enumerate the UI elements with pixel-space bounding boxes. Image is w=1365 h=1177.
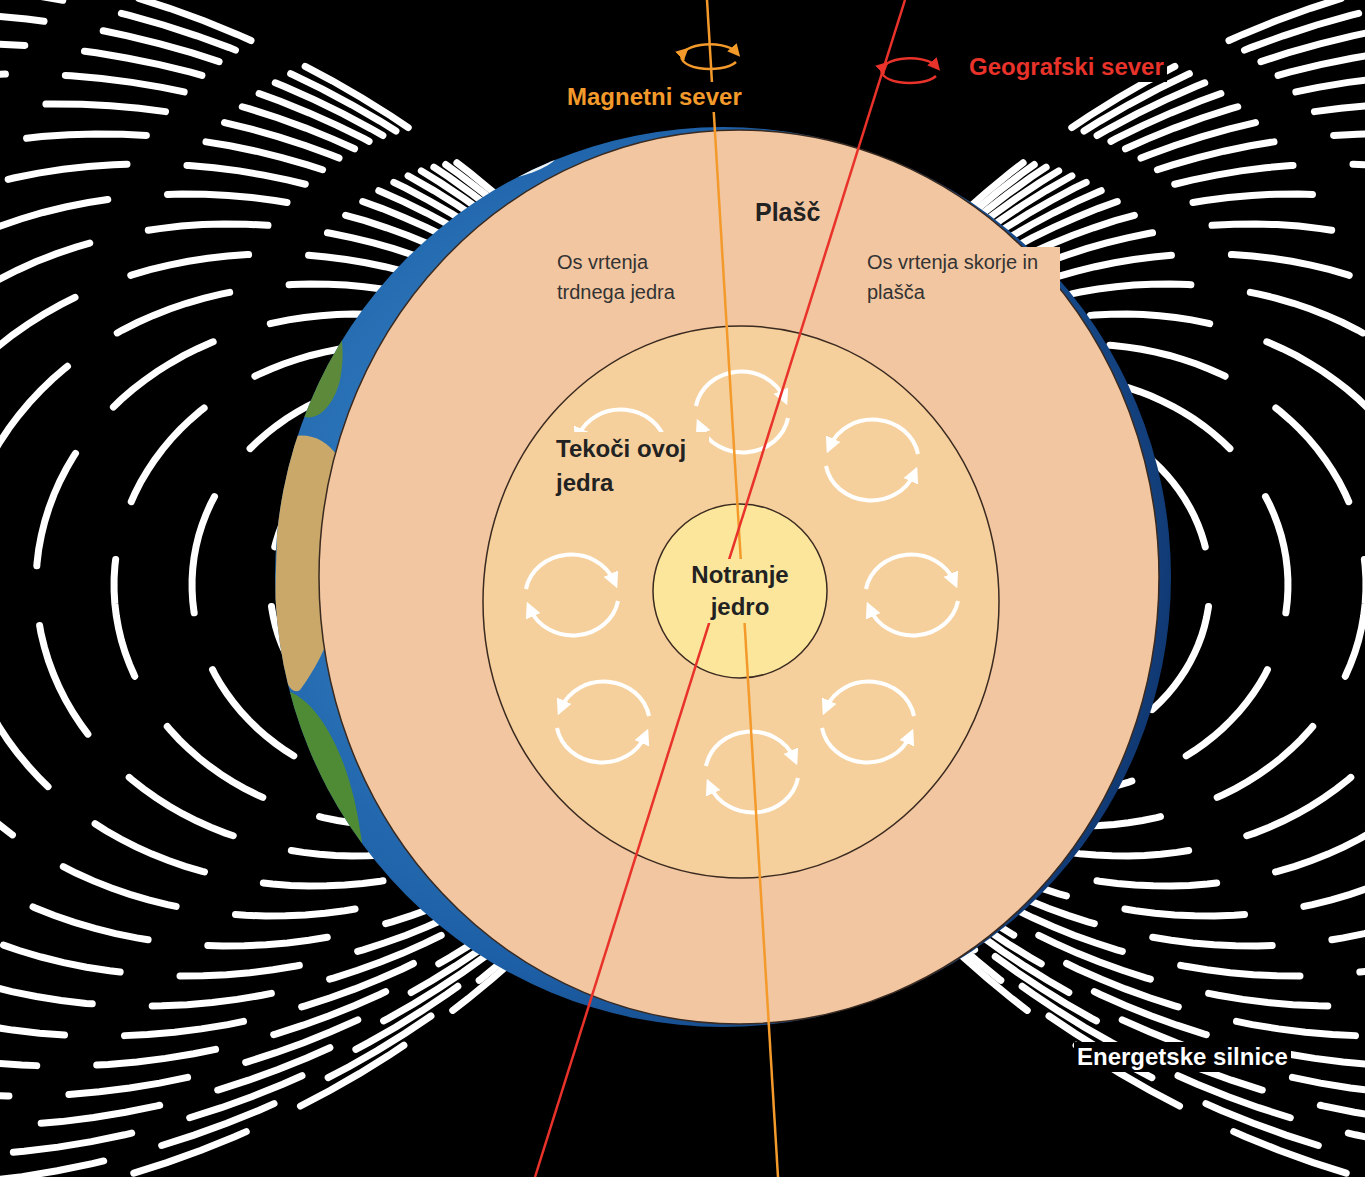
rotation-icon <box>881 58 936 83</box>
layer-name: Plašč <box>752 197 823 228</box>
field-lines-label: Energetske silnice <box>1074 1042 1291 1072</box>
axis-title: Geografski sever <box>966 52 1167 82</box>
rotation-icon <box>681 44 736 69</box>
axis-note: Os vrtenja trdnega jedra <box>554 247 720 307</box>
axis-title: Magnetni sever <box>564 82 745 112</box>
outer-core-circle: Tekoči ovoj jedraNotranje jedro <box>482 325 1000 879</box>
axis-note: Os vrtenja skorje in plašča <box>864 247 1060 307</box>
layer-name: Tekoči ovoj jedra <box>553 432 709 500</box>
layer-name: Notranje jedro <box>672 559 808 623</box>
